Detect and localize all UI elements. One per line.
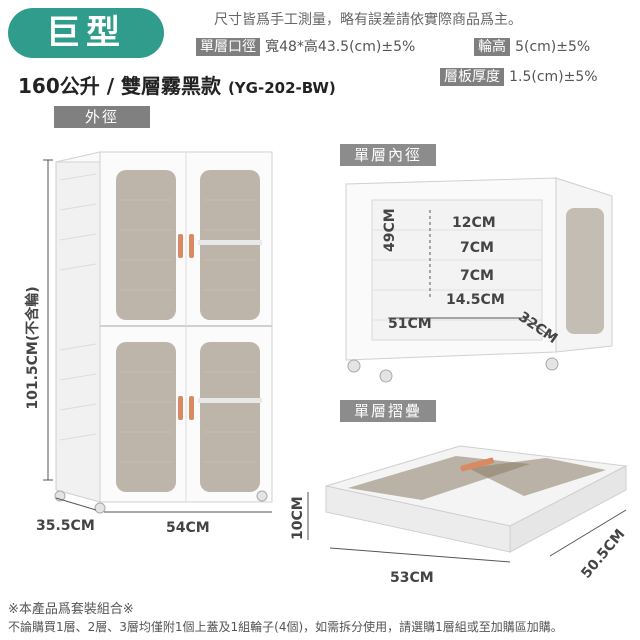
product-model: (YG-202-BW) [227, 79, 336, 97]
dim-fold-width: 53CM [390, 570, 434, 586]
dim-inner-width: 51CM [388, 316, 432, 332]
spec-row-wheel: 輪高 5(cm)±5% [474, 36, 590, 56]
spec-value-wheel: 5(cm)±5% [515, 39, 591, 55]
measurement-note: 尺寸皆爲手工測量，略有誤差請依實際商品爲主。 [214, 12, 522, 28]
spec-label-wheel: 輪高 [474, 38, 510, 56]
spec-label-aperture: 單層口徑 [196, 38, 260, 56]
cabinet-inner-illustration [345, 177, 613, 383]
footer-set-note: ※本產品爲套裝組合※ [8, 602, 134, 617]
dim-inner-gap-2: 7CM [460, 240, 494, 256]
section-inner-label: 單層內徑 [340, 144, 436, 166]
section-outer-label: 外徑 [54, 106, 150, 128]
dim-inner-gap-3: 7CM [460, 268, 494, 284]
dim-outer-width: 54CM [166, 520, 210, 536]
size-badge: 巨型 [8, 8, 164, 58]
dim-inner-top-gap: 12CM [452, 215, 496, 231]
spec-row-thickness: 層板厚度 1.5(cm)±5% [440, 66, 598, 86]
cabinet-outer-illustration [43, 151, 273, 514]
dim-fold-height: 10CM [290, 496, 306, 540]
dim-inner-height: 49CM [382, 208, 398, 252]
cabinet-folded-illustration [307, 445, 628, 563]
spec-value-thickness: 1.5(cm)±5% [509, 69, 598, 85]
spec-row-1: 單層口徑 寬48*高43.5(cm)±5% [196, 36, 415, 56]
dim-outer-depth: 35.5CM [36, 518, 95, 534]
product-title-main: 160公升 / 雙層霧黑款 [18, 74, 221, 98]
product-title: 160公升 / 雙層霧黑款 (YG-202-BW) [18, 70, 336, 99]
dim-outer-height-wrap: 101.5CM(不含輪) [4, 248, 64, 448]
spec-label-thickness: 層板厚度 [440, 68, 504, 86]
dim-outer-height: 101.5CM(不含輪) [25, 286, 41, 410]
section-folded-label: 單層摺疊 [340, 400, 436, 422]
footer-purchase-note: 不論購買1層、2層、3層均僅附1個上蓋及1組輪子(4個)，如需拆分使用，請選購1… [8, 620, 563, 634]
spec-value-aperture: 寬48*高43.5(cm)±5% [265, 39, 416, 55]
dim-inner-shelf: 14.5CM [446, 292, 505, 308]
